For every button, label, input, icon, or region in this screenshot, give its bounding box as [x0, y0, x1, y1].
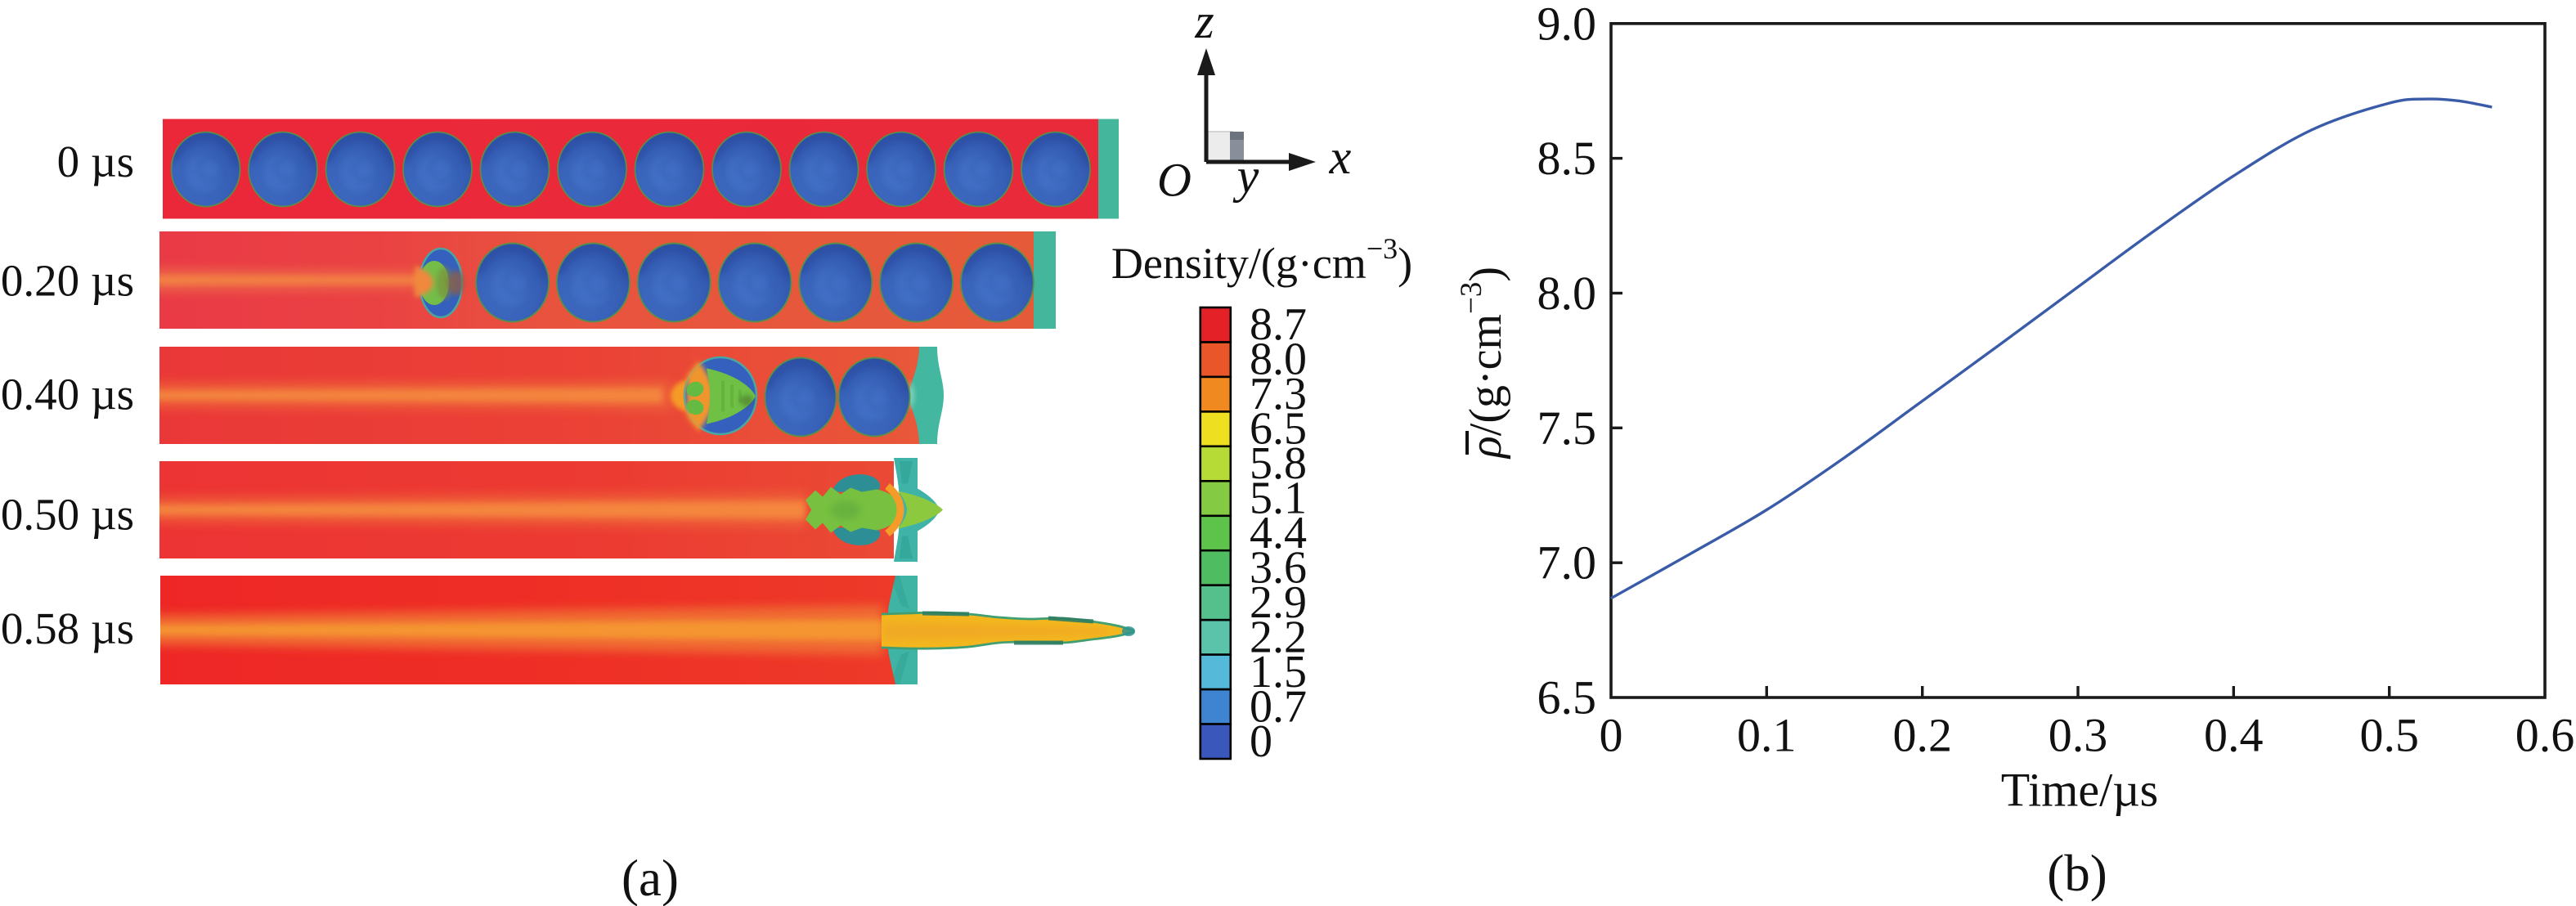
svg-text:0.7: 0.7: [1250, 681, 1307, 732]
svg-text:0 µs: 0 µs: [57, 137, 134, 186]
svg-text:6.5: 6.5: [1537, 671, 1597, 724]
svg-text:7.0: 7.0: [1537, 536, 1597, 590]
svg-text:y: y: [1232, 149, 1259, 203]
svg-text:5.1: 5.1: [1250, 473, 1307, 524]
svg-text:O: O: [1157, 154, 1192, 207]
svg-text:0.2: 0.2: [1892, 709, 1952, 762]
svg-text:0.58 µs: 0.58 µs: [1, 603, 134, 653]
svg-text:0.6: 0.6: [2515, 709, 2575, 762]
svg-text:(b): (b): [2047, 845, 2107, 902]
svg-text:2.9: 2.9: [1250, 577, 1307, 628]
svg-text:Density/(g·cm−3): Density/(g·cm−3): [1111, 232, 1412, 288]
svg-text:x: x: [1329, 130, 1352, 184]
svg-text:8.0: 8.0: [1250, 334, 1307, 385]
svg-text:0.20 µs: 0.20 µs: [1, 256, 134, 306]
svg-text:9.0: 9.0: [1537, 0, 1597, 50]
svg-text:4.4: 4.4: [1250, 508, 1307, 558]
svg-text:0.5: 0.5: [2359, 709, 2419, 762]
svg-text:7.5: 7.5: [1537, 401, 1597, 455]
svg-text:ρ/(g·cm−3): ρ/(g·cm−3): [1455, 267, 1512, 460]
svg-text:0: 0: [1250, 716, 1272, 767]
svg-text:0.4: 0.4: [2204, 709, 2264, 762]
svg-text:0.1: 0.1: [1737, 709, 1797, 762]
svg-text:3.6: 3.6: [1250, 543, 1307, 594]
svg-text:8.5: 8.5: [1537, 132, 1597, 185]
svg-text:6.5: 6.5: [1250, 404, 1307, 455]
svg-text:8.7: 8.7: [1250, 299, 1307, 350]
svg-text:5.8: 5.8: [1250, 438, 1307, 489]
svg-text:7.3: 7.3: [1250, 369, 1307, 419]
svg-text:(a): (a): [622, 850, 679, 906]
svg-text:z: z: [1194, 0, 1214, 48]
svg-text:0.50 µs: 0.50 µs: [1, 490, 134, 540]
svg-text:1.5: 1.5: [1250, 647, 1307, 697]
svg-text:0.40 µs: 0.40 µs: [1, 370, 134, 419]
svg-text:Time/µs: Time/µs: [2001, 764, 2158, 817]
svg-text:2.2: 2.2: [1250, 612, 1307, 662]
svg-text:8.0: 8.0: [1537, 267, 1597, 320]
svg-text:0: 0: [1600, 709, 1623, 762]
svg-text:0.3: 0.3: [2049, 709, 2108, 762]
